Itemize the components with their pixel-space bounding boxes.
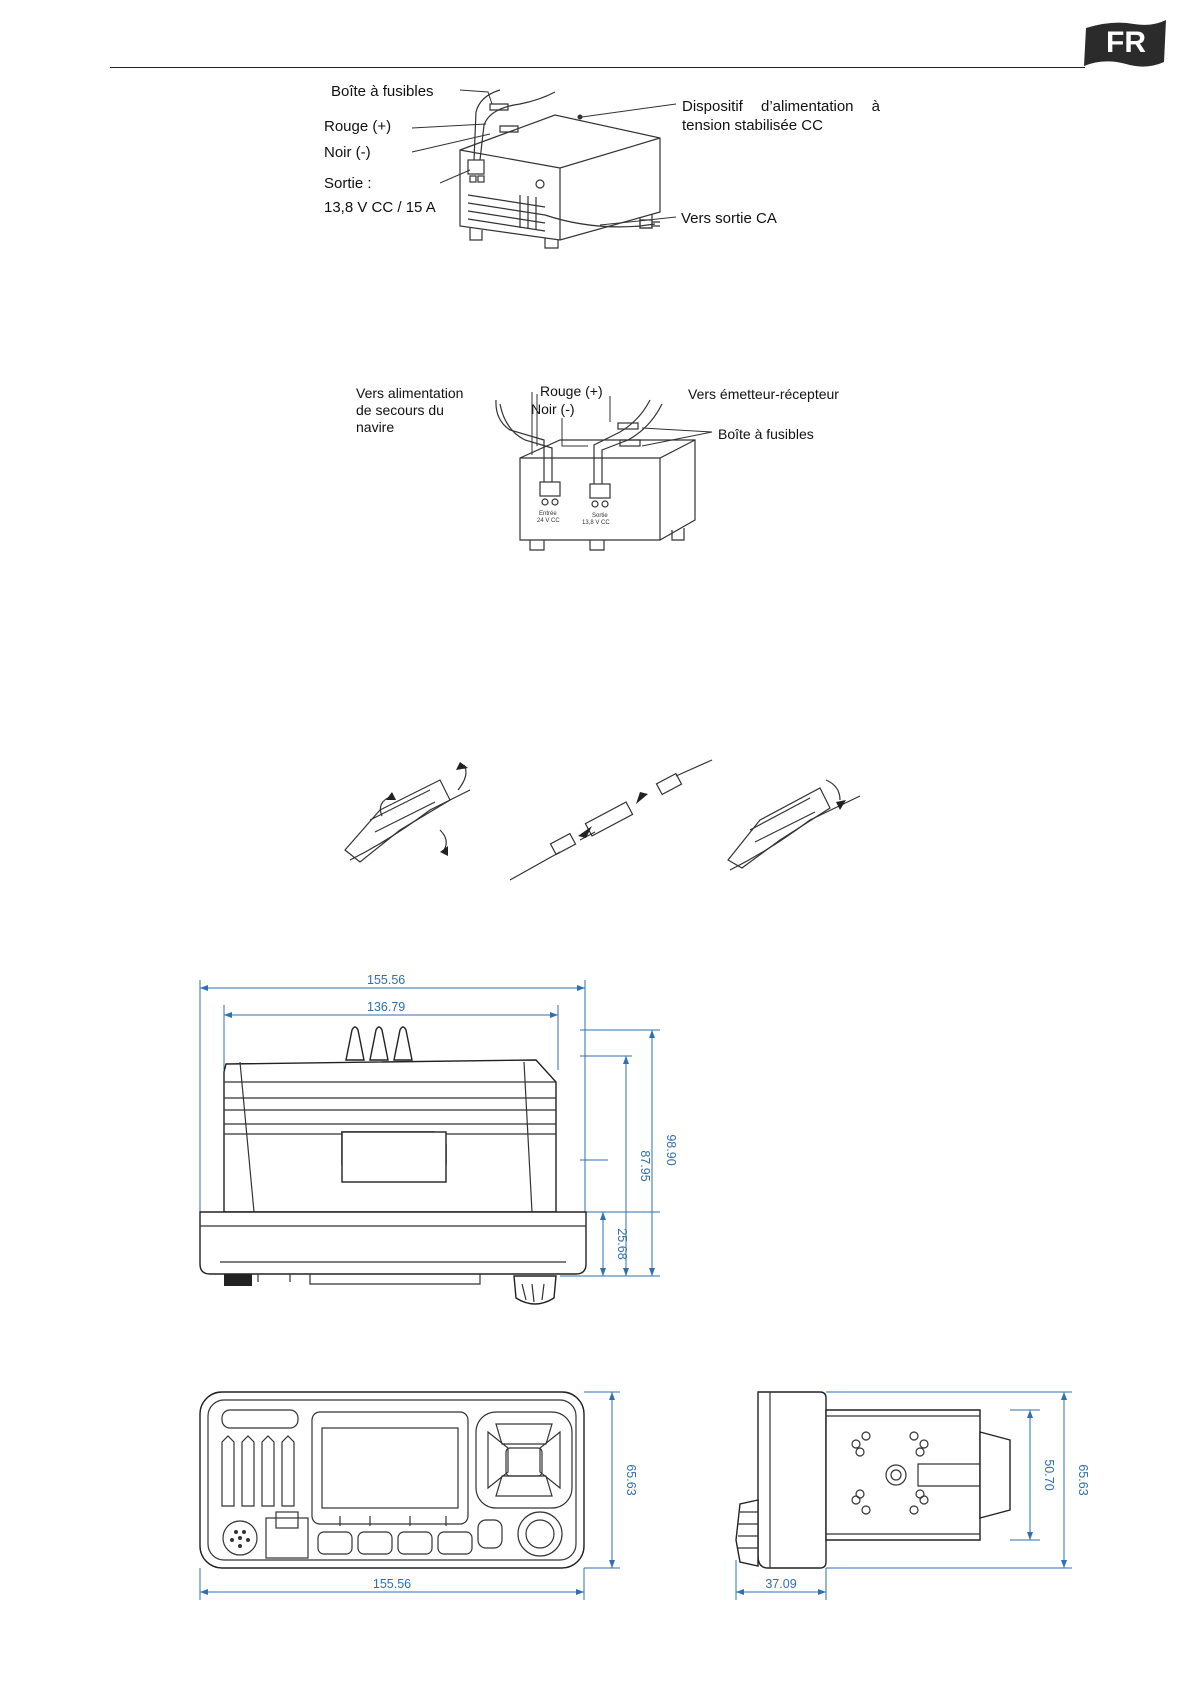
dim-height-body: 87.95 [638, 1150, 652, 1181]
dim-front-width: 155.56 [373, 1577, 411, 1591]
lang-badge: FR [1082, 18, 1168, 68]
figure-fuse-replacement [344, 759, 861, 881]
fig2-emergency-line1: Vers alimentation [356, 385, 464, 401]
lang-badge-text: FR [1106, 26, 1146, 59]
dim-side-depth: 37.09 [765, 1577, 796, 1591]
device-side-view [735, 1391, 1011, 1569]
device-top-view [199, 1026, 587, 1305]
header-rule [110, 67, 1085, 68]
fig2-drawing: Entrée 24 V CC Sortie 13,8 V CC [495, 392, 713, 551]
dim-height-base: 25.68 [615, 1228, 629, 1259]
fig2-emergency-line2: de secours du [356, 402, 444, 418]
fig1-red-label: Rouge (+) [324, 118, 392, 135]
fig2-output-line2: 13,8 V CC [582, 520, 610, 526]
dim-bracket-height: 50.70 [1042, 1459, 1056, 1490]
fig2-emergency-line3: navire [356, 419, 395, 435]
figure-front-dimensions: 65.63 155.56 [199, 1391, 638, 1600]
figure-side-dimensions: 50.70 65.63 37.09 [735, 1391, 1090, 1600]
fig2-red-label: Rouge (+) [540, 383, 603, 399]
fig2-input-line2: 24 V CC [537, 518, 560, 524]
fig1-output-title: Sortie : [324, 175, 372, 192]
fuse-step-close [727, 779, 861, 871]
fig2-output-line1: Sortie [592, 513, 608, 519]
fig2-input-line1: Entrée [539, 511, 557, 517]
fig1-fuse-box-label: Boîte à fusibles [331, 83, 434, 100]
fig2-fuse-box-label: Boîte à fusibles [718, 426, 814, 442]
dim-overall-width: 155.56 [367, 973, 405, 987]
device-front-view [199, 1391, 585, 1569]
fig2-transceiver-label: Vers émetteur-récepteur [688, 386, 839, 402]
fig1-device-line2: tension stabilisée CC [682, 117, 823, 134]
dim-body-width: 136.79 [367, 1000, 405, 1014]
fuse-step-open [344, 762, 471, 863]
fuse-step-replace [509, 759, 713, 881]
flag-icon [1084, 20, 1166, 67]
dim-front-height: 65.63 [624, 1464, 638, 1495]
fig1-ac-out-label: Vers sortie CA [681, 210, 777, 227]
figure-top-dimensions: 155.56 136.79 98.90 87.95 25.68 [199, 973, 678, 1305]
fig1-black-label: Noir (-) [324, 144, 371, 161]
fig1-output-value: 13,8 V CC / 15 A [324, 199, 436, 216]
fig1-drawing [411, 89, 677, 249]
fig2-black-label: Noir (-) [531, 401, 575, 417]
dim-side-height: 65.63 [1076, 1464, 1090, 1495]
dim-height-total: 98.90 [664, 1134, 678, 1165]
fig1-device-line1: Dispositif d’alimentation à [682, 98, 880, 115]
